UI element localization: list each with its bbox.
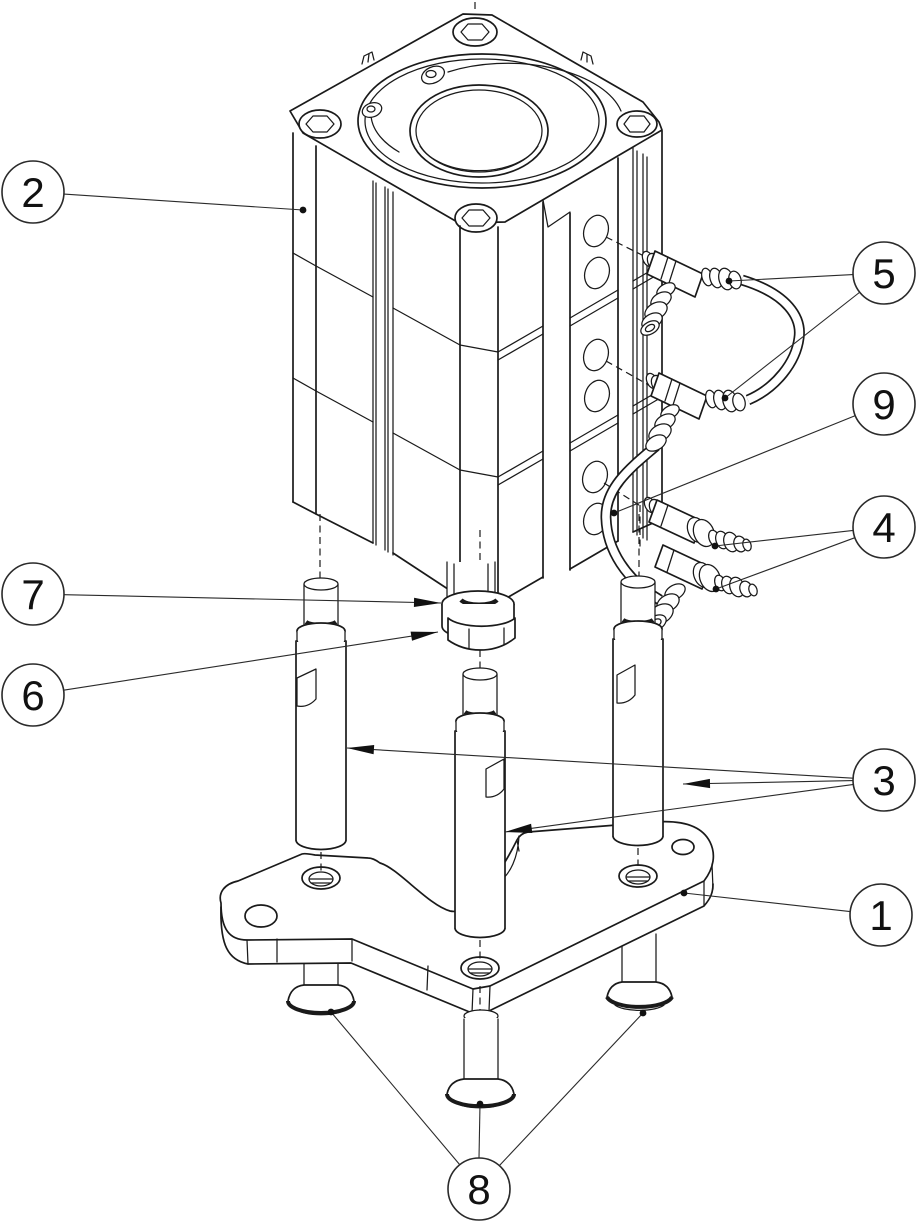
- callout-label: 8: [467, 1166, 490, 1213]
- callout-label: 4: [872, 504, 895, 551]
- rod-boss-and-nut: [441, 590, 516, 651]
- callout-balloon-1: [849, 883, 913, 947]
- callout-8: 8: [327, 1008, 647, 1221]
- callout-4: 4: [711, 495, 916, 593]
- guide-pin-middle: [454, 667, 506, 960]
- callout-5: 5: [721, 241, 916, 402]
- suction-cup-right: [605, 932, 674, 1011]
- callout-balloon-2: [1, 160, 65, 224]
- cylinder-block: [289, 13, 663, 604]
- hex-screw-right: [616, 110, 658, 138]
- callout-2: 2: [1, 160, 307, 224]
- callout-balloon-7: [1, 562, 65, 626]
- tee-fitting-middle: [645, 372, 746, 452]
- callout-7: 7: [1, 562, 442, 626]
- callout-6: 6: [1, 631, 439, 727]
- callout-balloon-4: [852, 495, 916, 559]
- callout-1: 1: [680, 883, 913, 947]
- plate-hole-left: [244, 904, 278, 928]
- hex-screw-top: [452, 17, 498, 47]
- plate-hole-right: [671, 838, 695, 856]
- callout-balloon-3: [852, 748, 916, 812]
- suction-cup-middle: [445, 1009, 516, 1109]
- callout-label: 3: [872, 757, 895, 804]
- air-hose-upper: [740, 274, 805, 406]
- callout-balloon-9: [852, 372, 916, 436]
- guide-pin-right: [612, 575, 664, 866]
- callout-balloon-6: [1, 663, 65, 727]
- callout-label: 7: [21, 571, 44, 618]
- tee-fitting-upper: [640, 250, 742, 336]
- callout-balloon-5: [852, 241, 916, 305]
- hex-screw-left: [298, 109, 342, 139]
- hex-screw-front: [454, 203, 498, 233]
- callout-label: 9: [872, 381, 895, 428]
- base-plate: [219, 820, 715, 1014]
- guide-pin-left: [295, 577, 347, 871]
- elbow-fitting-upper: [643, 496, 752, 553]
- callout-label: 5: [872, 250, 895, 297]
- callout-label: 1: [869, 892, 892, 939]
- callout-3: 3: [346, 745, 916, 833]
- rod-nut: [447, 617, 516, 651]
- callout-balloon-8: [447, 1157, 511, 1221]
- elbow-fitting-lower: [645, 544, 758, 632]
- callout-label: 6: [21, 672, 44, 719]
- callout-9: 9: [610, 372, 916, 517]
- callout-label: 2: [21, 169, 44, 216]
